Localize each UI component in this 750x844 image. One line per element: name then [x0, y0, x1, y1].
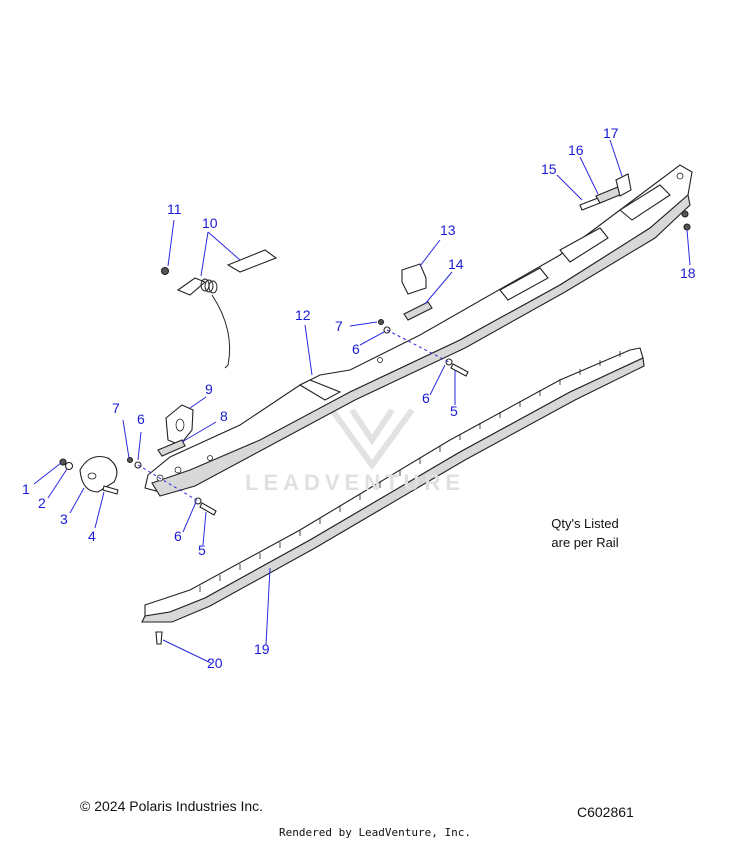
bumper-part-9 — [165, 404, 194, 446]
callout-9: 9 — [205, 381, 213, 397]
adjuster-bolt-part-15 — [579, 197, 601, 211]
watermark-logo — [329, 408, 415, 471]
callout-14: 14 — [448, 256, 464, 272]
rendered-by-footer: Rendered by LeadVenture, Inc. — [278, 826, 472, 839]
block-part-13 — [401, 263, 427, 295]
bolt-part-5-upper — [445, 358, 469, 377]
rail-slide-part-12 — [144, 164, 693, 497]
callout-4: 4 — [88, 528, 96, 544]
rivet-part-20 — [155, 631, 163, 645]
callout-3: 3 — [60, 511, 68, 527]
callout-13: 13 — [440, 222, 456, 238]
leader-lines — [33, 139, 691, 664]
callout-11: 11 — [167, 201, 182, 217]
reference-code: C602861 — [577, 804, 634, 820]
callout-16: 16 — [568, 142, 584, 158]
quantity-note-line-2: are per Rail — [551, 535, 619, 550]
callout-8: 8 — [220, 408, 228, 424]
watermark-text: LEADVENTURE — [245, 470, 466, 495]
washer-part-2 — [64, 461, 74, 471]
end-cap-part-3 — [79, 455, 118, 493]
callout-6-lower: 6 — [174, 528, 182, 544]
callout-5-upper: 5 — [450, 403, 458, 419]
pad-part-14 — [403, 301, 433, 321]
callout-5-lower: 5 — [198, 542, 206, 558]
nut-part-7-upper — [377, 318, 385, 326]
screw-part-11 — [160, 266, 170, 276]
callout-20: 20 — [207, 655, 223, 671]
wear-strip-part-19 — [141, 347, 645, 623]
bracket-part-17 — [615, 173, 632, 197]
callout-labels: 1 2 3 4 5 5 6 6 6 6 7 7 8 9 10 11 12 13 … — [22, 125, 696, 671]
callout-19: 19 — [254, 641, 270, 657]
copyright-text: © 2024 Polaris Industries Inc. — [80, 798, 264, 814]
nut-part-1 — [59, 458, 67, 466]
callout-6-upper: 6 — [352, 341, 360, 357]
bolt-part-5-lower — [194, 497, 217, 516]
callout-17: 17 — [603, 125, 619, 141]
callout-7-upper: 7 — [335, 318, 343, 334]
callout-18: 18 — [680, 265, 696, 281]
callout-1: 1 — [22, 481, 30, 497]
spring-assembly-part-10 — [176, 249, 278, 369]
callout-6-mid: 6 — [422, 390, 430, 406]
callout-2: 2 — [38, 495, 46, 511]
nut-part-7-left — [126, 456, 134, 464]
callout-10: 10 — [202, 215, 218, 231]
bolt-part-4 — [102, 485, 119, 495]
callout-6-left: 6 — [137, 411, 145, 427]
quantity-note-line-1: Qty's Listed — [551, 516, 619, 531]
callout-15: 15 — [541, 161, 557, 177]
callout-7-left: 7 — [112, 400, 120, 416]
fasteners-part-18 — [681, 210, 691, 231]
callout-12: 12 — [295, 307, 311, 323]
spacer-part-8 — [157, 439, 186, 457]
